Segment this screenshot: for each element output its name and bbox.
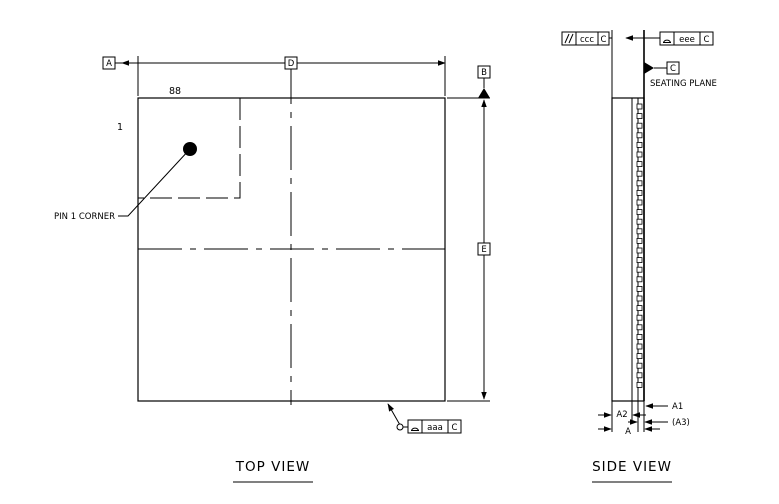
pin-number-first-label: 1 bbox=[117, 122, 123, 133]
dimension-a2-label: A2 bbox=[616, 410, 627, 420]
parallelism-datum-label: C bbox=[601, 35, 607, 45]
terminal-pad bbox=[636, 276, 643, 283]
datum-a-label: A bbox=[106, 59, 112, 69]
pin-count-top-label: 88 bbox=[169, 86, 181, 97]
dimension-d-box bbox=[284, 56, 298, 70]
terminal-pad bbox=[636, 237, 643, 244]
flatness-tolerance-label: aaa bbox=[427, 423, 443, 433]
datum-b-triangle bbox=[478, 88, 490, 98]
terminal-pad bbox=[636, 381, 643, 388]
terminal-pad bbox=[636, 228, 643, 235]
datum-c-box bbox=[666, 61, 680, 75]
flatness-leader bbox=[387, 403, 401, 426]
profile-datum-label: C bbox=[704, 35, 710, 45]
dimension-e-label: E bbox=[481, 245, 486, 255]
terminal-pad bbox=[636, 257, 643, 264]
terminal-pad bbox=[636, 343, 643, 350]
profile-feature-control-frame: eee C bbox=[659, 31, 714, 46]
terminal-pad bbox=[636, 141, 643, 148]
terminal-pad bbox=[636, 132, 643, 139]
side-view: ccc C eee C C SEATING PLANE A1 A2 bbox=[561, 30, 717, 483]
dimension-d-label: D bbox=[288, 59, 295, 69]
terminal-pad bbox=[636, 209, 643, 216]
flatness-feature-control-frame: aaa C bbox=[407, 419, 462, 434]
dimension-a3-label: (A3) bbox=[672, 418, 690, 428]
side-terminals bbox=[636, 103, 643, 388]
terminal-pad bbox=[636, 353, 643, 360]
terminal-pad bbox=[636, 199, 643, 206]
pin1-corner-label: PIN 1 CORNER bbox=[54, 212, 115, 222]
top-view: PIN 1 CORNER 88 1 A D B E aaa bbox=[54, 56, 491, 483]
terminal-pad bbox=[636, 170, 643, 177]
terminal-pad bbox=[636, 362, 643, 369]
datum-c-label: C bbox=[670, 64, 676, 74]
profile-symbol-icon bbox=[411, 427, 419, 431]
profile-symbol-icon bbox=[663, 39, 671, 43]
terminal-pad bbox=[636, 266, 643, 273]
terminal-pad bbox=[636, 103, 643, 110]
parallelism-feature-control-frame: ccc C bbox=[561, 31, 610, 46]
dimension-a-label: A bbox=[625, 427, 631, 437]
terminal-pad bbox=[636, 180, 643, 187]
terminal-pad bbox=[636, 122, 643, 129]
seating-plane-label: SEATING PLANE bbox=[650, 79, 717, 89]
dimension-e-box bbox=[477, 242, 491, 256]
pin1-leader-line bbox=[118, 148, 191, 217]
terminal-pad bbox=[636, 247, 643, 254]
terminal-pad bbox=[636, 305, 643, 312]
terminal-pad bbox=[636, 113, 643, 119]
flatness-leader-origin bbox=[396, 423, 404, 431]
terminal-pad bbox=[636, 285, 643, 292]
terminal-pad bbox=[636, 333, 643, 340]
terminal-pad bbox=[636, 324, 643, 331]
pin1-region-outline bbox=[138, 98, 241, 199]
dimension-a1-label: A1 bbox=[672, 402, 683, 412]
terminal-pad bbox=[636, 151, 643, 158]
terminal-pad bbox=[636, 189, 643, 196]
terminal-pad bbox=[636, 295, 643, 302]
side-view-caption: SIDE VIEW bbox=[592, 459, 672, 475]
datum-b-label: B bbox=[481, 68, 487, 78]
terminal-pad bbox=[636, 372, 643, 379]
parallelism-tolerance-label: ccc bbox=[580, 35, 594, 45]
datum-c-triangle bbox=[644, 62, 654, 74]
terminal-pad bbox=[636, 218, 643, 225]
parallelism-symbol-icon bbox=[564, 33, 574, 44]
top-view-caption: TOP VIEW bbox=[235, 459, 310, 475]
terminal-pad bbox=[636, 161, 643, 168]
terminal-pad bbox=[636, 314, 643, 321]
profile-tolerance-label: eee bbox=[679, 35, 695, 45]
flatness-datum-label: C bbox=[452, 423, 458, 433]
